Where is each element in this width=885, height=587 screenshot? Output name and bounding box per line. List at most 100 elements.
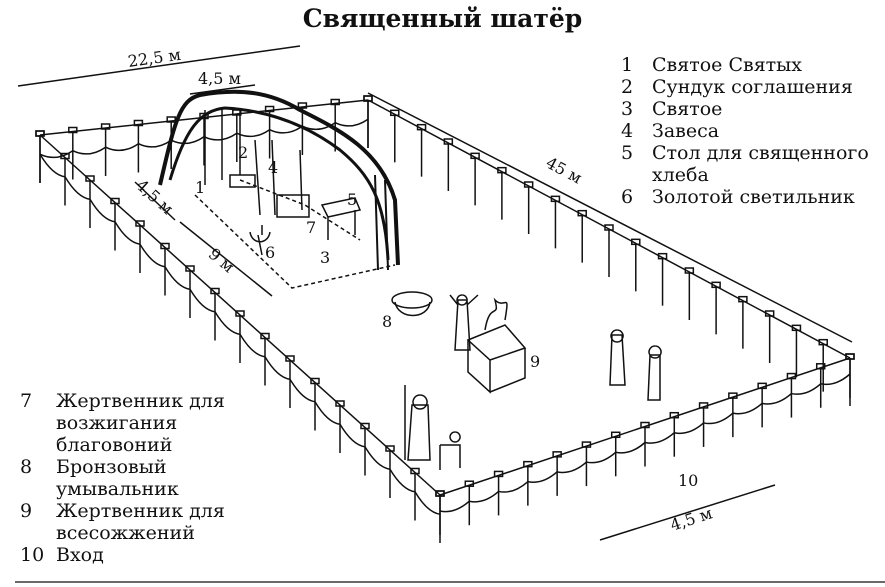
legend-label: Сундук соглашения	[652, 76, 853, 98]
fence-post-cap	[728, 392, 738, 399]
fence-curtain	[339, 423, 366, 448]
fence-post-cap	[550, 195, 561, 203]
bronze-laver	[391, 291, 433, 309]
fence-curtain	[39, 153, 66, 178]
fence-post-cap	[443, 138, 454, 145]
fence-post-cap	[657, 252, 668, 260]
fence-curtain	[615, 441, 646, 454]
fence-post-cap	[35, 130, 45, 137]
fence-post-cap	[260, 332, 270, 340]
legend-number: 1	[621, 54, 634, 76]
fence-post-cap	[497, 166, 507, 174]
fence-post-cap	[160, 242, 170, 250]
fence-curtain	[89, 198, 116, 223]
marker-4: 4	[268, 158, 278, 177]
fence-post-cap	[310, 377, 320, 385]
fence-curtain	[364, 446, 391, 470]
fence-curtain	[334, 118, 369, 127]
fence-post-cap	[363, 95, 373, 102]
dim-court-width: 22,5 м	[127, 45, 182, 71]
legend-number: 5	[621, 142, 634, 164]
fence-curtain	[264, 356, 291, 380]
dim-court-length: 45 м	[543, 153, 585, 188]
fence-curtain	[761, 393, 792, 405]
fence-post-cap	[604, 224, 614, 231]
fence-curtain	[703, 412, 734, 425]
dim-tent-width: 4,5 м	[198, 69, 241, 88]
fence-curtain	[791, 383, 822, 395]
legend-number: 10	[20, 544, 45, 566]
fence-curtain	[139, 243, 166, 268]
fence-curtain	[498, 481, 529, 493]
legend-label: Золотой светильник	[652, 186, 855, 208]
fence-curtain	[439, 500, 470, 513]
fence-curtain	[527, 471, 558, 483]
fence-post-cap	[552, 451, 562, 458]
marker-10: 10	[678, 471, 698, 490]
fence-post-cap	[68, 126, 78, 134]
dim-entrance-width: 4,5 м	[668, 503, 715, 534]
legend-number: 7	[20, 390, 33, 412]
fence-post-cap	[818, 338, 828, 346]
fence-post-cap	[199, 112, 209, 120]
fence-curtain	[414, 491, 441, 515]
fence-post-cap	[264, 105, 275, 113]
fence-post-cap	[631, 238, 641, 246]
fence-curtain	[644, 432, 675, 444]
fence-curtain	[239, 333, 266, 358]
fence-post-cap	[581, 441, 592, 448]
fence-post-cap	[757, 382, 767, 390]
fence-curtain	[72, 146, 107, 155]
legend-number: 8	[20, 456, 33, 478]
marker-8: 8	[382, 312, 392, 331]
legend-label: Святое	[652, 98, 723, 120]
marker-3: 3	[320, 248, 330, 267]
fence-post-cap	[815, 363, 826, 370]
fence-curtain	[674, 422, 705, 435]
fence-post-cap	[577, 209, 587, 217]
fence-curtain	[164, 266, 191, 290]
fence-post-cap	[390, 109, 400, 117]
fence-curtain	[203, 132, 238, 141]
priest-figures	[404, 294, 662, 470]
fence-post-cap	[85, 175, 95, 182]
fence-post-cap	[669, 411, 680, 419]
legend-label: Завеса	[652, 120, 720, 142]
fence-post-cap	[330, 98, 340, 106]
fence-curtain	[170, 136, 205, 145]
fence-post-cap	[360, 422, 370, 430]
fence-post-cap	[523, 460, 533, 468]
legend-label: Вход	[56, 544, 104, 566]
fence-post-cap	[470, 152, 480, 160]
fence-post-cap	[166, 116, 176, 123]
fence-post-cap	[185, 265, 195, 272]
fence-post-cap	[133, 119, 144, 127]
fence-curtain	[269, 125, 303, 134]
fence-post-cap	[297, 102, 308, 109]
fence-curtain	[732, 402, 763, 415]
legend-label: Стол для священного хлеба	[652, 142, 869, 186]
dim-line-court-width	[17, 45, 301, 87]
fence-curtain	[64, 176, 91, 200]
fence-post-cap	[786, 372, 797, 380]
court-fence	[35, 95, 855, 543]
fence-curtain	[820, 373, 851, 386]
fence-curtain	[105, 143, 139, 152]
legend-label: Жертвенник для всесожжений	[56, 500, 225, 544]
dim-line-court-length	[367, 92, 853, 343]
marker-2: 2	[238, 143, 248, 162]
fence-post-cap	[285, 355, 295, 362]
fence-post-cap	[738, 295, 748, 303]
fence-post-cap	[711, 281, 721, 289]
fence-post-cap	[100, 123, 111, 130]
fence-post-cap	[640, 421, 650, 429]
legend-number: 2	[621, 76, 634, 98]
fence-post-cap	[464, 480, 475, 487]
